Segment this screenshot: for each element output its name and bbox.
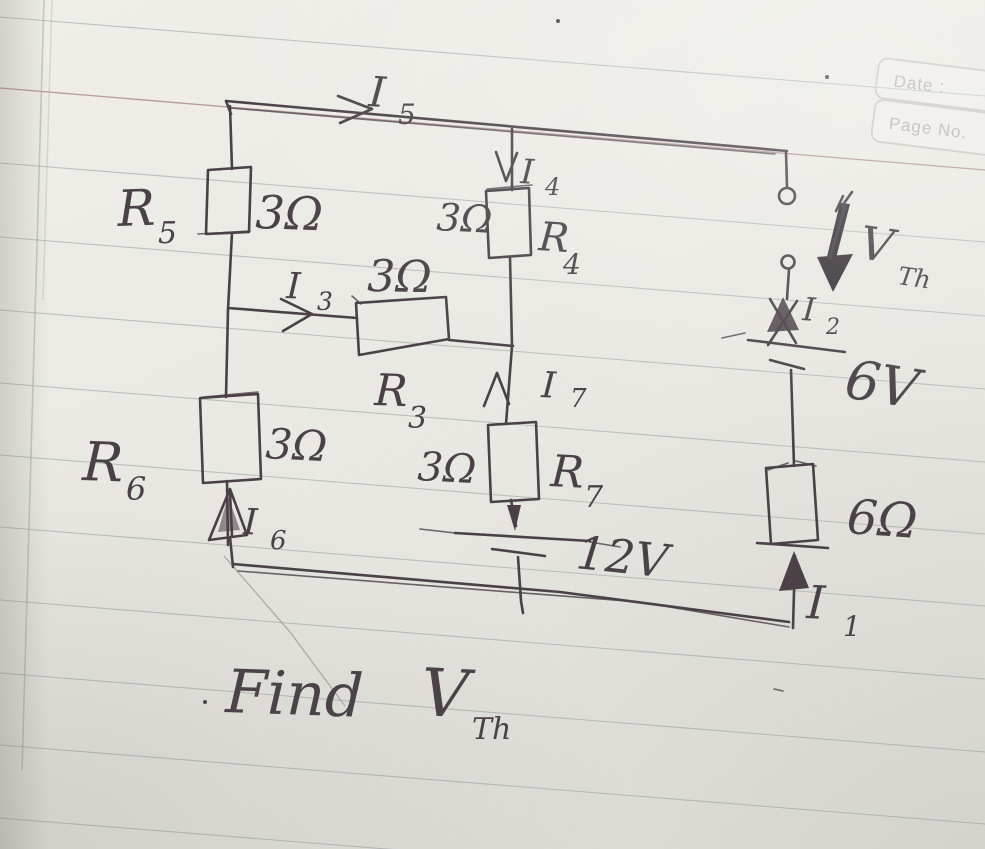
r6-sub: 6 [126,470,146,508]
i5-arrowhead-icon [336,94,374,125]
resistor-r7: 3Ω R 7 [416,420,604,515]
circuit-wires [224,99,797,630]
vth-sub: Th [896,261,932,294]
i5-label: I [366,67,388,117]
i1-sub: 1 [843,610,861,643]
current-arrow-i4: I 4 [494,150,560,201]
current-arrow-into-battery [507,505,521,531]
i7-sub: 7 [570,384,587,414]
i4-arrowhead-icon [494,150,519,183]
terminal-nodes [777,186,797,270]
vth-main: V [856,215,901,274]
resistor-r6: R 6 3Ω [81,391,329,508]
i2-sub: 2 [825,315,840,340]
r3-value: 3Ω [367,251,432,303]
i1-label: I [804,575,827,630]
i6-arrowhead-icon [207,487,249,542]
r3-sub: 3 [408,401,427,436]
vth-arrow-icon [817,190,854,292]
current-arrow-i6: I 6 [207,487,287,556]
r4-label: R [536,214,570,262]
header-page-field: Page No. [870,99,985,161]
r3-label: R [373,365,409,417]
r6-value: 3Ω [264,419,328,471]
task-target-sub: Th [472,712,511,747]
current-arrow-i5: I 5 [336,67,416,131]
current-arrow-i3: I 3 [279,266,333,333]
stray-pencil-line [223,555,346,707]
task-text: Find V Th [223,654,511,747]
resistor-r3: 3Ω R 3 [351,251,451,436]
current-arrow-i7: I 7 [482,365,587,414]
i3-arrowhead-icon [279,297,314,333]
i4-label: I [519,152,536,193]
r7-sub: 7 [584,480,604,515]
r6-label: R [81,430,125,494]
resistor-r5: R 5 3Ω [115,165,324,251]
i6-sub: 6 [270,526,287,556]
circuit-diagram: V Th R 5 3Ω 3Ω R 4 3Ω R 3 [81,67,933,643]
stray-marks [203,19,829,704]
r5-sub: 5 [158,216,177,251]
r4-value: 3Ω [436,195,494,242]
i4-sub: 4 [544,173,560,201]
page-no-box [870,99,985,161]
resistor-r4: 3Ω R 4 [436,184,581,281]
r7-label: R [548,446,585,499]
resistor-right-6ohm: 6Ω [755,460,919,550]
page-edge-line [21,0,53,771]
i2-arrowhead-icon [767,297,799,332]
task-target: V [419,654,477,734]
current-arrow-i1: I 1 [779,551,861,643]
ruled-lines [0,16,985,849]
i3-sub: 3 [317,287,333,316]
terminal-node-bottom [780,254,796,270]
r-right-value: 6Ω [845,489,919,550]
current-arrow-i2: I 2 [766,290,840,347]
terminal-node-top [777,186,797,206]
battery-6v: 6V [721,332,928,422]
i7-label: I [540,365,558,407]
r5-value: 3Ω [255,185,324,241]
i5-sub: 5 [398,98,416,131]
margin-line [0,87,985,171]
header-date-field: Date : [874,57,985,116]
battery-6v-label: 6V [841,348,928,422]
vth-label: V Th [856,215,932,294]
i7-arrowhead-icon [482,371,511,408]
battery-12v: 12V [419,505,676,589]
date-box [874,57,985,116]
i6-label: I [242,502,259,544]
r7-value: 3Ω [416,444,477,493]
r5-label: R [115,179,156,238]
battery-12v-label: 12V [574,525,676,589]
task-verb: Find [223,657,364,732]
i2-label: I [800,290,818,329]
r4-sub: 4 [562,248,581,281]
i1-arrowhead-icon [779,551,809,591]
i3-label: I [285,266,302,308]
